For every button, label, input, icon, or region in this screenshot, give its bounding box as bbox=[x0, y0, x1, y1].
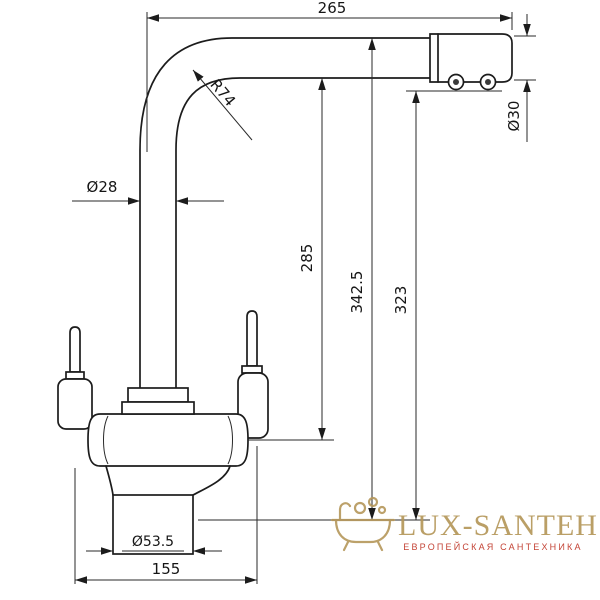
radius-leader-line bbox=[192, 69, 253, 141]
barrel-right-arc bbox=[227, 415, 233, 465]
dim-285-label: 285 bbox=[298, 244, 316, 273]
pipe-collar-lower bbox=[121, 401, 195, 415]
watermark-tagline-text: ЕВРОПЕЙСКАЯ САНТЕХНИКА bbox=[403, 541, 582, 552]
dimension-base-diameter: Ø53.5 bbox=[86, 534, 222, 555]
dimension-base-width: 155 bbox=[74, 446, 258, 584]
bubble bbox=[377, 505, 387, 515]
left-handle bbox=[57, 326, 93, 430]
left-handle-collar bbox=[65, 371, 85, 380]
watermark: LUX-SANTEH ЕВРОПЕЙСКАЯ САНТЕХНИКА bbox=[330, 496, 598, 552]
dome-left-edge bbox=[105, 465, 114, 496]
bathtub-leg-right bbox=[376, 540, 384, 552]
left-handle-body bbox=[57, 378, 93, 430]
pipe-collar-upper bbox=[127, 387, 189, 403]
bathtub-tap bbox=[338, 502, 352, 522]
left-handle-lever bbox=[69, 326, 81, 373]
dimension-outlet-diameter: Ø30 bbox=[505, 14, 536, 142]
spout-outer-contour bbox=[139, 37, 431, 389]
barrel-left-arc bbox=[103, 415, 109, 465]
dim-265-label: 265 bbox=[318, 0, 347, 17]
dim-d30-label: Ø30 bbox=[505, 101, 523, 132]
bubble bbox=[353, 501, 367, 515]
dim-d28-label: Ø28 bbox=[87, 178, 118, 196]
dim-r74-label: R74 bbox=[206, 76, 239, 110]
bathtub-bowl bbox=[334, 518, 392, 544]
dim-155-label: 155 bbox=[152, 560, 181, 578]
dome-right-edge bbox=[192, 465, 231, 496]
faucet-body-barrel bbox=[87, 413, 249, 467]
aerator-outlets bbox=[447, 73, 497, 91]
bathtub-icon bbox=[330, 496, 396, 552]
dimension-top-length: 265 bbox=[146, 0, 513, 152]
dimension-bend-radius: R74 bbox=[192, 69, 253, 141]
mounting-base bbox=[112, 494, 194, 555]
dimension-pipe-diameter: Ø28 bbox=[72, 178, 224, 205]
dim-323-label: 323 bbox=[392, 286, 410, 315]
dim-342-label: 342.5 bbox=[348, 271, 366, 314]
dimension-height-323: 323 bbox=[392, 90, 502, 520]
watermark-brand-text: LUX-SANTEH bbox=[398, 509, 598, 542]
dim-d535-label: Ø53.5 bbox=[132, 534, 174, 550]
dimension-height-285: 285 bbox=[248, 78, 334, 441]
faucet-outline bbox=[57, 33, 513, 555]
right-handle-lever bbox=[246, 310, 258, 367]
right-handle-collar bbox=[241, 365, 263, 374]
spout-inner-contour bbox=[175, 77, 431, 389]
spout-head bbox=[429, 33, 513, 83]
bathtub-leg-left bbox=[342, 540, 350, 552]
bubble bbox=[367, 496, 379, 508]
aerator-left-core bbox=[453, 79, 459, 85]
aerator-right-core bbox=[485, 79, 491, 85]
